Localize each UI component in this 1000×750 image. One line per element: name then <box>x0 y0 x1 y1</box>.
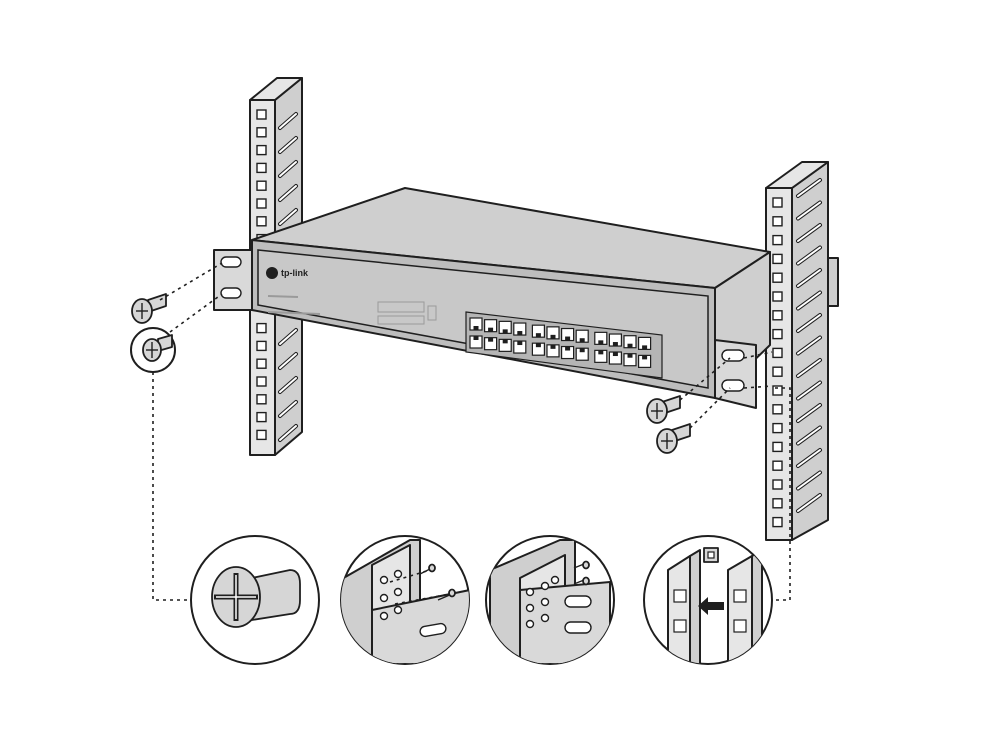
dashed-guide-lines <box>152 262 791 601</box>
mounting-hole <box>379 611 389 621</box>
rail-square-hole <box>256 127 267 138</box>
rail-square-hole <box>256 109 267 120</box>
rail-square-hole <box>772 291 783 302</box>
switch-ports <box>469 317 652 368</box>
rail-square-hole <box>256 198 267 209</box>
rail-square-hole <box>256 429 267 441</box>
mounting-hole <box>525 619 535 629</box>
rail-square-hole <box>256 144 267 156</box>
rail-square-hole <box>772 404 783 415</box>
rail-square-hole <box>772 310 783 321</box>
rail-square-hole <box>772 516 783 528</box>
rail-square-hole <box>772 460 783 471</box>
rail-square-hole <box>772 216 783 227</box>
detail-screw-closeup <box>190 535 320 665</box>
rail-square-hole <box>772 385 783 396</box>
mounting-hole <box>393 587 403 597</box>
rail-square-hole <box>772 234 783 246</box>
rail-square-hole <box>772 366 783 377</box>
rail-square-hole <box>772 272 783 283</box>
rail-square-hole <box>772 347 783 359</box>
mounting-hole <box>393 569 403 579</box>
rail-square-hole <box>256 340 267 352</box>
mounting-hole <box>379 593 389 603</box>
mounting-hole <box>379 575 389 585</box>
rail-square-hole <box>256 394 267 405</box>
rail-square-hole <box>772 253 783 265</box>
detail-ear-mounting <box>340 535 470 665</box>
tp-link-logo: tp-link <box>266 267 309 279</box>
mounting-hole <box>525 603 535 613</box>
rail-square-hole <box>256 216 267 227</box>
rail-square-hole <box>256 358 267 369</box>
mounting-hole <box>393 605 403 615</box>
mounting-hole <box>525 587 535 597</box>
left-rack-rail <box>249 77 303 456</box>
rail-square-hole <box>256 180 267 191</box>
left-ear-upper-slot <box>220 256 242 268</box>
rail-square-hole <box>256 376 267 387</box>
mounting-hole <box>550 575 560 585</box>
rail-square-hole <box>256 322 267 334</box>
logo-text: tp-link <box>281 268 309 278</box>
mounting-hole <box>540 597 550 607</box>
right-ear-upper-slot <box>721 349 745 362</box>
right-rail-slots <box>796 178 822 513</box>
screw-right-lower <box>656 423 691 454</box>
rail-square-hole <box>772 441 783 453</box>
right-ear-lower-slot <box>721 379 745 392</box>
detail-ear-screwed <box>485 535 615 665</box>
screw-left-upper <box>131 293 167 324</box>
right-rack-rail <box>765 161 839 541</box>
mounting-hole <box>540 581 550 591</box>
network-switch: tp-link <box>213 187 771 409</box>
rail-square-hole <box>772 197 783 208</box>
rail-square-hole <box>772 479 783 490</box>
detail-cage-nut-insertion <box>643 535 773 665</box>
left-rail-holes <box>256 109 267 441</box>
rail-square-hole <box>256 411 267 423</box>
right-rail-holes <box>772 197 783 528</box>
rail-square-hole <box>256 162 267 174</box>
mounting-hole <box>540 613 550 623</box>
rail-square-hole <box>772 498 783 509</box>
rail-square-hole <box>772 422 783 434</box>
left-ear-lower-slot <box>220 287 242 299</box>
screw-left-lower-magnified <box>130 327 176 373</box>
left-rail-slots <box>278 112 298 442</box>
rail-square-hole <box>772 328 783 340</box>
screw-right-upper <box>646 395 681 424</box>
